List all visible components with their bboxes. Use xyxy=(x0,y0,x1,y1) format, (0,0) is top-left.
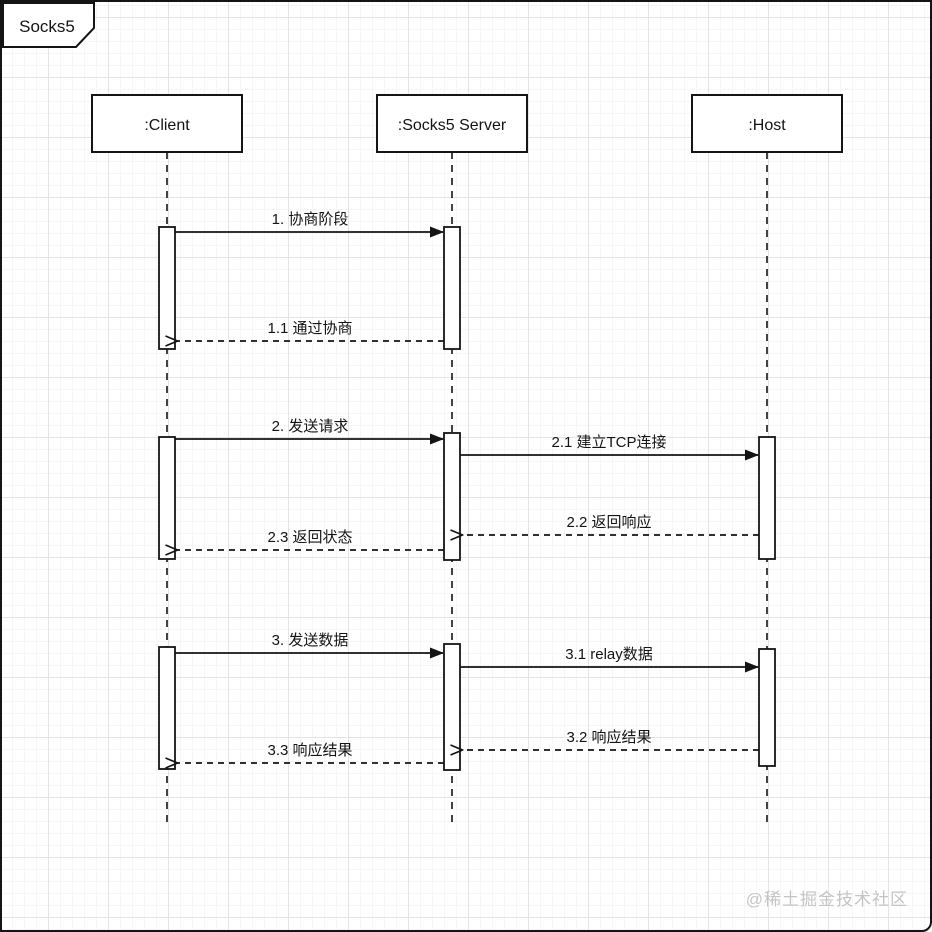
activation-host-2 xyxy=(758,436,776,560)
activation-client-3 xyxy=(158,646,176,770)
participant-label: :Host xyxy=(748,117,786,134)
participant-host: :Host xyxy=(691,94,843,153)
message-label: 3.1 relay数据 xyxy=(565,646,653,663)
message-3-1: 3.1 relay数据 xyxy=(460,646,759,673)
activation-server-2 xyxy=(443,432,461,561)
frame-tab-shape xyxy=(2,2,95,48)
message-2-3: 2.3 返回状态 xyxy=(177,529,444,550)
participant-client: :Client xyxy=(91,94,243,153)
message-1-1: 1.1 通过协商 xyxy=(177,320,444,341)
frame-title: Socks5 xyxy=(19,17,75,36)
participant-label: :Socks5 Server xyxy=(398,117,507,134)
participant-label: :Client xyxy=(144,117,190,134)
message-label: 1. 协商阶段 xyxy=(272,211,349,228)
message-3: 3. 发送数据 xyxy=(175,632,444,659)
activation-server-1 xyxy=(443,226,461,350)
message-label: 2.1 建立TCP连接 xyxy=(551,434,666,451)
message-3-3: 3.3 响应结果 xyxy=(177,741,444,763)
message-label: 2.2 返回响应 xyxy=(566,513,651,531)
message-2-1: 2.1 建立TCP连接 xyxy=(460,434,759,461)
message-label: 1.1 通过协商 xyxy=(267,320,352,337)
message-label: 3. 发送数据 xyxy=(272,632,349,649)
message-2: 2. 发送请求 xyxy=(175,418,444,445)
message-label: 3.3 响应结果 xyxy=(267,741,352,759)
activation-host-3 xyxy=(758,648,776,767)
message-3-2: 3.2 响应结果 xyxy=(462,728,759,750)
participant-socks5-server: :Socks5 Server xyxy=(376,94,528,153)
message-label: 2.3 返回状态 xyxy=(267,529,352,546)
activation-client-1 xyxy=(158,226,176,350)
activation-client-2 xyxy=(158,436,176,560)
watermark-text: @稀土掘金技术社区 xyxy=(746,890,908,909)
message-2-2: 2.2 返回响应 xyxy=(462,513,759,535)
frame-title-tab: Socks5 xyxy=(2,2,95,48)
message-label: 3.2 响应结果 xyxy=(566,728,651,746)
activation-server-3 xyxy=(443,643,461,771)
message-1: 1. 协商阶段 xyxy=(175,211,444,238)
message-label: 2. 发送请求 xyxy=(272,418,349,435)
